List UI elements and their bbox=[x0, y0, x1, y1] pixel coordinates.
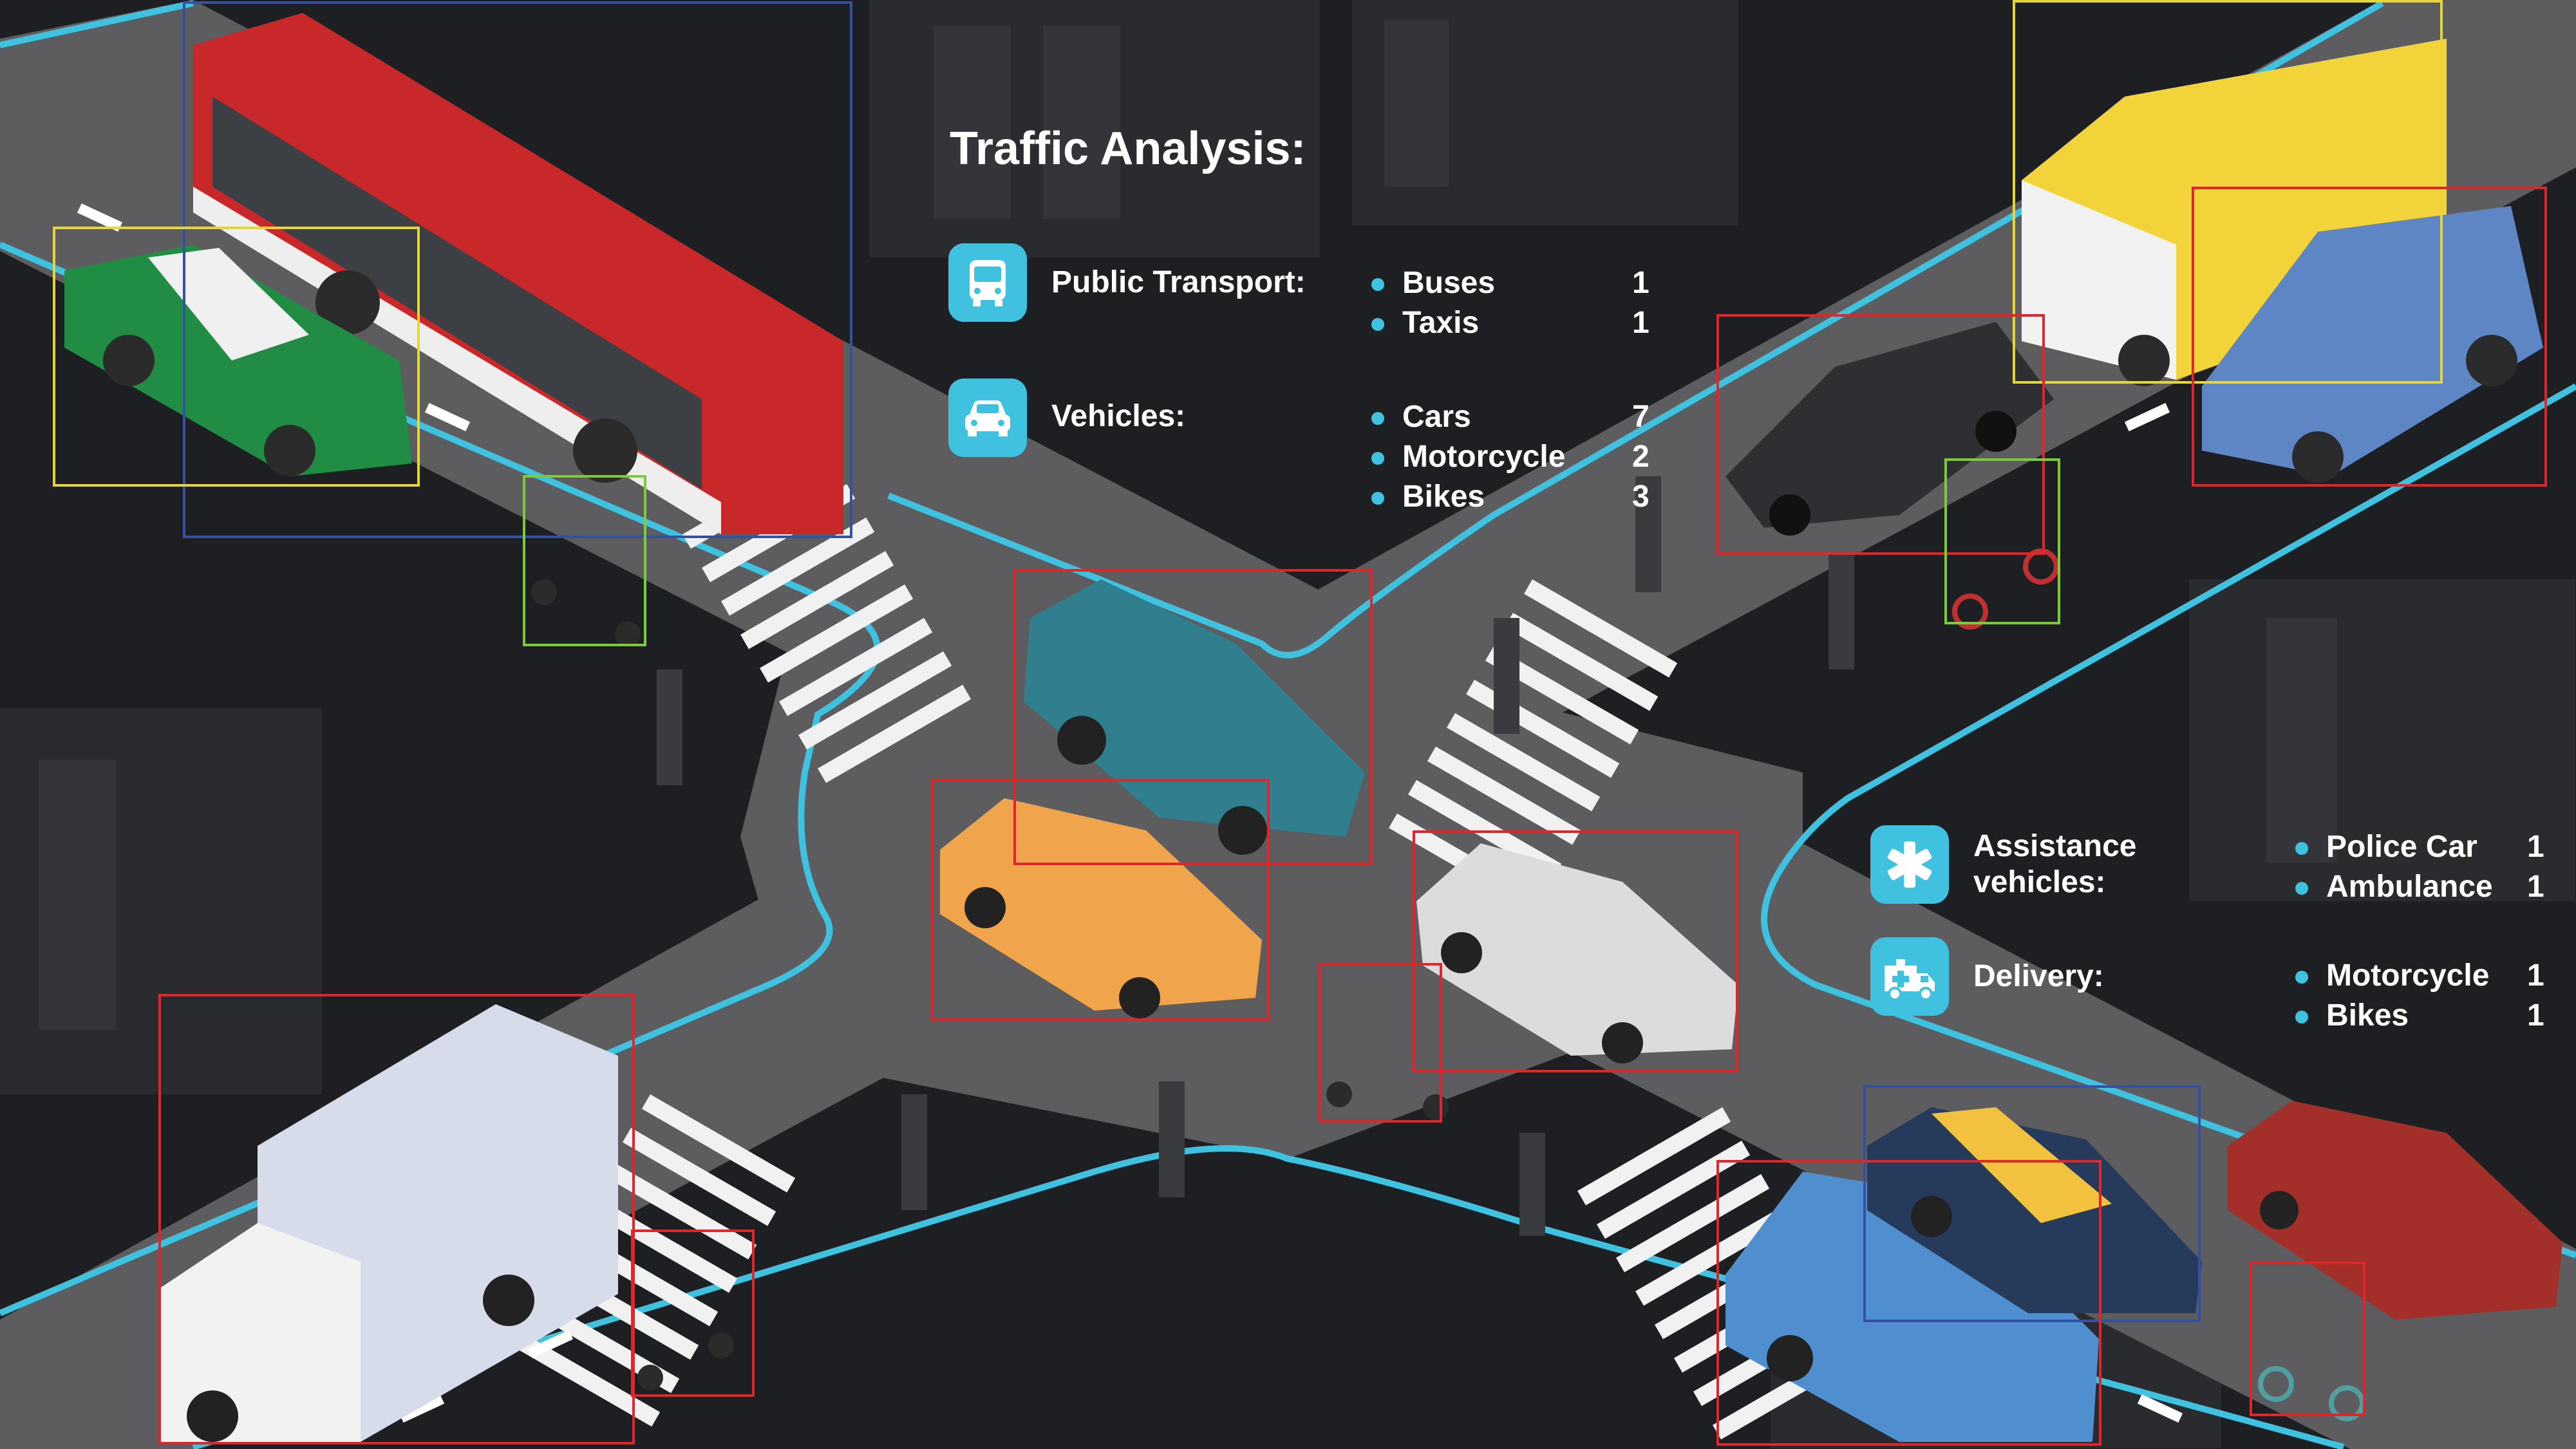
item-count: 1 bbox=[2527, 870, 2544, 904]
taxi-illustration bbox=[1867, 1107, 2202, 1313]
assistance-label-line2: vehicles: bbox=[1973, 865, 2106, 899]
detection-box-orange-car bbox=[931, 779, 1270, 1021]
detection-box-black-car bbox=[1716, 314, 2045, 555]
medical-asterisk-icon bbox=[1887, 841, 1932, 888]
detection-box-bicycle bbox=[2250, 1262, 2365, 1416]
item-name: Cars bbox=[1402, 400, 1471, 434]
bullet-dot bbox=[1371, 318, 1384, 331]
ambulance-van-icon bbox=[1885, 959, 1935, 1001]
black-car-illustration bbox=[1725, 322, 2054, 536]
teal-suv-illustration bbox=[1024, 579, 1365, 855]
detection-box-silver-car bbox=[1413, 830, 1738, 1072]
detection-box-ambulance bbox=[2013, 0, 2443, 384]
detection-box-blue-van bbox=[1716, 1160, 2101, 1446]
bullet-dot bbox=[2295, 882, 2308, 895]
bullet-dot bbox=[1371, 278, 1384, 291]
silver-car-illustration bbox=[1416, 843, 1738, 1063]
red-car-illustration bbox=[2228, 1101, 2562, 1320]
detection-box-blue-suv bbox=[2192, 187, 2547, 487]
detection-box-police-car bbox=[53, 227, 420, 487]
item-count: 1 bbox=[2527, 958, 2544, 993]
bullet-dot bbox=[2295, 842, 2308, 855]
car-icon bbox=[965, 400, 1010, 436]
item-count: 1 bbox=[1632, 266, 1650, 300]
item-name: Police Car bbox=[2326, 830, 2477, 864]
item-name: Motorcycle bbox=[2326, 958, 2490, 993]
delivery-label: Delivery: bbox=[1973, 959, 2104, 993]
item-count: 1 bbox=[1632, 306, 1650, 340]
box-truck-illustration bbox=[161, 1004, 618, 1442]
detection-box-teal-suv bbox=[1013, 569, 1373, 865]
bullet-dot bbox=[2295, 971, 2308, 984]
detection-box-box-truck bbox=[158, 994, 635, 1444]
vehicles-label: Vehicles: bbox=[1051, 399, 1186, 433]
assistance-badge bbox=[1870, 825, 1949, 904]
police-car-illustration bbox=[64, 245, 412, 476]
vehicles-badge bbox=[948, 379, 1027, 457]
public-transport-label: Public Transport: bbox=[1051, 265, 1306, 299]
item-name: Bikes bbox=[1402, 480, 1485, 514]
item-count: 1 bbox=[2527, 998, 2544, 1033]
item-count: 7 bbox=[1632, 400, 1650, 434]
public-transport-badge bbox=[948, 243, 1027, 322]
item-name: Bikes bbox=[2326, 998, 2409, 1033]
item-count: 1 bbox=[2527, 830, 2544, 864]
bullet-dot bbox=[1371, 412, 1384, 425]
item-count: 3 bbox=[1632, 480, 1650, 514]
panel-title: Traffic Analysis: bbox=[950, 123, 1306, 174]
two-wheelers-illustration bbox=[531, 548, 2365, 1421]
bullet-dot bbox=[2295, 1011, 2308, 1024]
blue-suv-illustration bbox=[2202, 206, 2543, 483]
detection-box-delivery-motorcycle bbox=[523, 475, 646, 646]
item-count: 2 bbox=[1632, 440, 1650, 474]
detection-box-motorcycle bbox=[631, 1229, 755, 1397]
item-name: Ambulance bbox=[2326, 870, 2493, 904]
detection-box-delivery-bike bbox=[1944, 458, 2060, 624]
bullet-dot bbox=[1371, 492, 1384, 505]
assistance-label-line1: Assistance bbox=[1973, 829, 2137, 863]
delivery-badge bbox=[1870, 937, 1949, 1016]
blue-van-illustration bbox=[1725, 1172, 2099, 1442]
detection-box-bus bbox=[183, 1, 852, 538]
item-name: Taxis bbox=[1402, 306, 1480, 340]
orange-car-illustration bbox=[940, 798, 1262, 1018]
bus-icon bbox=[970, 260, 1006, 306]
bullet-dot bbox=[1371, 452, 1384, 465]
item-name: Motorcycle bbox=[1402, 440, 1566, 474]
item-name: Buses bbox=[1402, 266, 1496, 300]
detection-box-scooter bbox=[1319, 963, 1442, 1123]
detection-box-taxi bbox=[1863, 1085, 2201, 1322]
bus-illustration bbox=[193, 13, 843, 534]
